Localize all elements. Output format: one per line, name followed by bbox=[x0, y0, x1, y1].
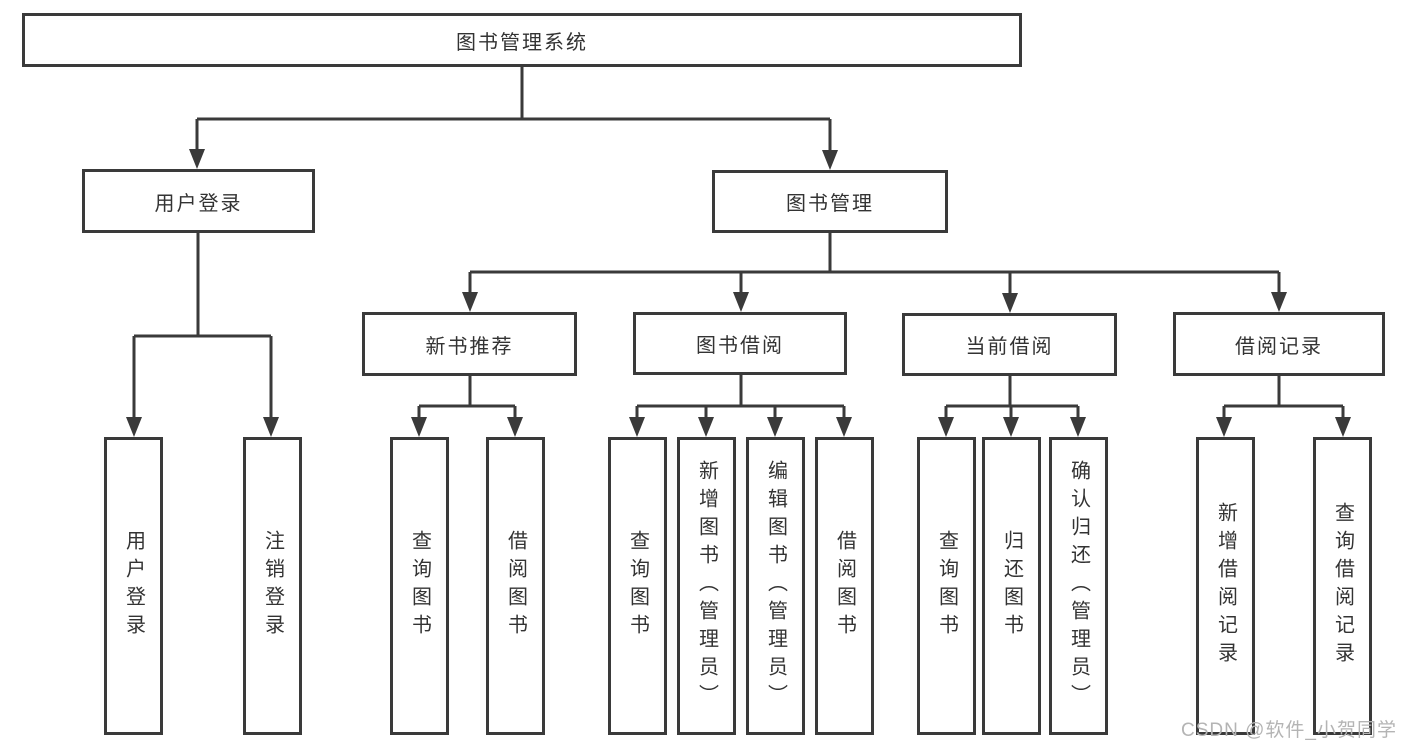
arrowhead bbox=[767, 417, 783, 437]
root-node: 图书管理系统 bbox=[22, 13, 1022, 67]
leaf-query-books-recommend: 查询图书 bbox=[390, 437, 449, 735]
connector-borrowing-records bbox=[1222, 376, 1345, 419]
arrowhead bbox=[1070, 417, 1086, 437]
arrowhead bbox=[698, 417, 714, 437]
arrowhead bbox=[263, 417, 279, 437]
node-book-management-label: 图书管理 bbox=[786, 193, 874, 215]
arrowhead bbox=[126, 417, 142, 437]
leaf-query-books-borrowing: 查询图书 bbox=[608, 437, 667, 735]
node-borrowing-records-label: 借阅记录 bbox=[1235, 335, 1323, 358]
leaf-add-book-admin: 新增图书（管理员） bbox=[677, 437, 736, 735]
leaf-query-borrow-record-label: 查询借阅记录 bbox=[1331, 502, 1354, 670]
node-current-borrowing-label: 当前借阅 bbox=[965, 336, 1054, 358]
leaf-logout-label: 注销登录 bbox=[261, 530, 284, 642]
leaf-add-book-admin-label: 新增图书（管理员） bbox=[695, 460, 718, 712]
arrowhead bbox=[822, 150, 838, 170]
connector-book-borrowing bbox=[635, 375, 846, 419]
node-book-borrowing-label: 图书借阅 bbox=[696, 335, 784, 357]
node-borrowing-records: 借阅记录 bbox=[1173, 312, 1385, 376]
arrowhead bbox=[629, 417, 645, 437]
connector-book-management bbox=[468, 233, 1281, 295]
leaf-return-books-label: 归还图书 bbox=[1000, 530, 1023, 642]
leaf-query-borrow-record: 查询借阅记录 bbox=[1313, 437, 1372, 735]
leaf-edit-book-admin-label: 编辑图书（管理员） bbox=[764, 460, 787, 712]
connector-root bbox=[195, 67, 832, 152]
leaf-add-borrow-record-label: 新增借阅记录 bbox=[1214, 502, 1237, 670]
leaf-confirm-return-admin-label: 确认归还（管理员） bbox=[1067, 460, 1090, 712]
arrowhead bbox=[462, 292, 478, 312]
connector-current-borrowing bbox=[944, 376, 1080, 419]
node-current-borrowing: 当前借阅 bbox=[902, 313, 1117, 376]
watermark: CSDN @软件_小贺同学 bbox=[1181, 720, 1397, 741]
root-node-label: 图书管理系统 bbox=[456, 31, 588, 54]
leaf-borrow-books-borrowing: 借阅图书 bbox=[815, 437, 874, 735]
connector-new-book bbox=[417, 376, 517, 419]
arrowhead bbox=[1271, 292, 1287, 312]
node-book-management: 图书管理 bbox=[712, 170, 948, 233]
arrowhead bbox=[411, 417, 427, 437]
leaf-query-books-current: 查询图书 bbox=[917, 437, 976, 735]
node-new-book-recommendation: 新书推荐 bbox=[362, 312, 577, 376]
arrowhead bbox=[1002, 293, 1018, 313]
leaf-query-books-current-label: 查询图书 bbox=[935, 530, 958, 642]
arrowhead bbox=[1003, 417, 1019, 437]
leaf-user-login: 用户登录 bbox=[104, 437, 163, 735]
leaf-borrow-books-borrowing-label: 借阅图书 bbox=[833, 530, 856, 642]
connector-user-login bbox=[132, 233, 273, 419]
leaf-borrow-books-recommend: 借阅图书 bbox=[486, 437, 545, 735]
leaf-confirm-return-admin: 确认归还（管理员） bbox=[1049, 437, 1108, 735]
leaf-add-borrow-record: 新增借阅记录 bbox=[1196, 437, 1255, 735]
leaf-query-books-recommend-label: 查询图书 bbox=[408, 530, 431, 642]
arrowhead bbox=[836, 417, 852, 437]
arrowhead bbox=[938, 417, 954, 437]
leaf-edit-book-admin: 编辑图书（管理员） bbox=[746, 437, 805, 735]
node-user-login: 用户登录 bbox=[82, 169, 315, 233]
arrowhead bbox=[507, 417, 523, 437]
arrowhead bbox=[1216, 417, 1232, 437]
leaf-user-login-label: 用户登录 bbox=[122, 530, 145, 642]
leaf-query-books-borrowing-label: 查询图书 bbox=[626, 530, 649, 642]
arrowhead bbox=[733, 292, 749, 312]
node-user-login-label: 用户登录 bbox=[154, 192, 243, 215]
node-new-book-recommendation-label: 新书推荐 bbox=[425, 335, 514, 358]
leaf-return-books: 归还图书 bbox=[982, 437, 1041, 735]
arrowhead bbox=[189, 149, 205, 169]
leaf-logout: 注销登录 bbox=[243, 437, 302, 735]
node-book-borrowing: 图书借阅 bbox=[633, 312, 847, 375]
leaf-borrow-books-recommend-label: 借阅图书 bbox=[504, 530, 527, 642]
arrowhead bbox=[1335, 417, 1351, 437]
